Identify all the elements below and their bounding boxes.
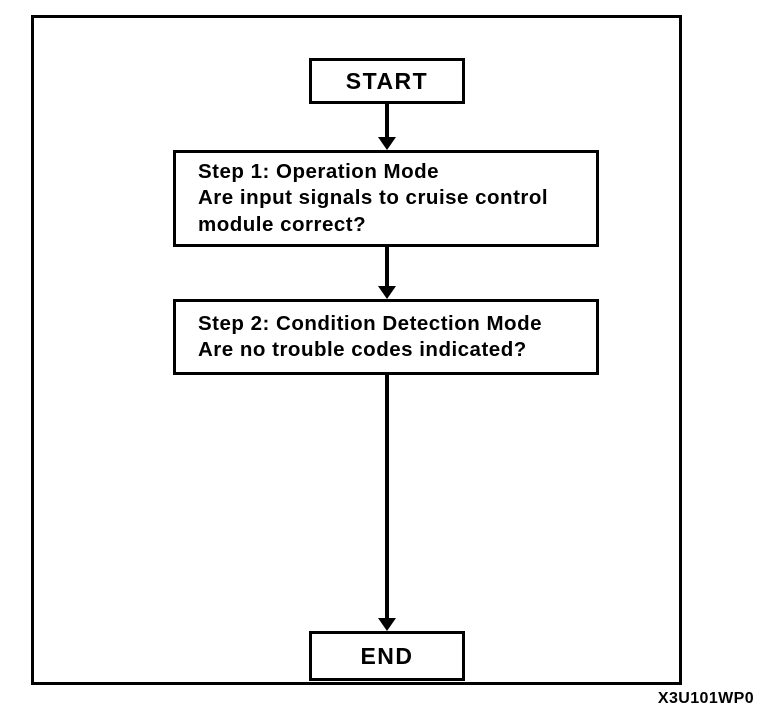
arrow-head-down-icon [378, 618, 396, 631]
arrow-head-down-icon [378, 137, 396, 150]
flow-node-step1[interactable]: Step 1: Operation Mode Are input signals… [173, 150, 599, 247]
figure-border: START Step 1: Operation Mode Are input s… [31, 15, 682, 685]
figure-reference-code: X3U101WP0 [657, 690, 754, 707]
flow-node-step2[interactable]: Step 2: Condition Detection Mode Are no … [173, 299, 599, 375]
flow-node-end[interactable]: END [309, 631, 465, 681]
arrow-shaft [385, 247, 389, 286]
flow-node-start[interactable]: START [309, 58, 465, 104]
flow-node-step1-label: Step 1: Operation Mode Are input signals… [198, 160, 549, 236]
flow-node-end-label: END [360, 642, 414, 669]
connector-start-to-step1 [374, 104, 400, 150]
connector-step1-to-step2 [374, 247, 400, 299]
flow-node-start-label: START [345, 67, 429, 94]
connector-step2-to-end [374, 375, 400, 631]
arrow-head-down-icon [378, 286, 396, 299]
flow-node-step2-label: Step 2: Condition Detection Mode Are no … [198, 311, 542, 361]
arrow-shaft [385, 104, 389, 137]
arrow-shaft [385, 375, 389, 618]
